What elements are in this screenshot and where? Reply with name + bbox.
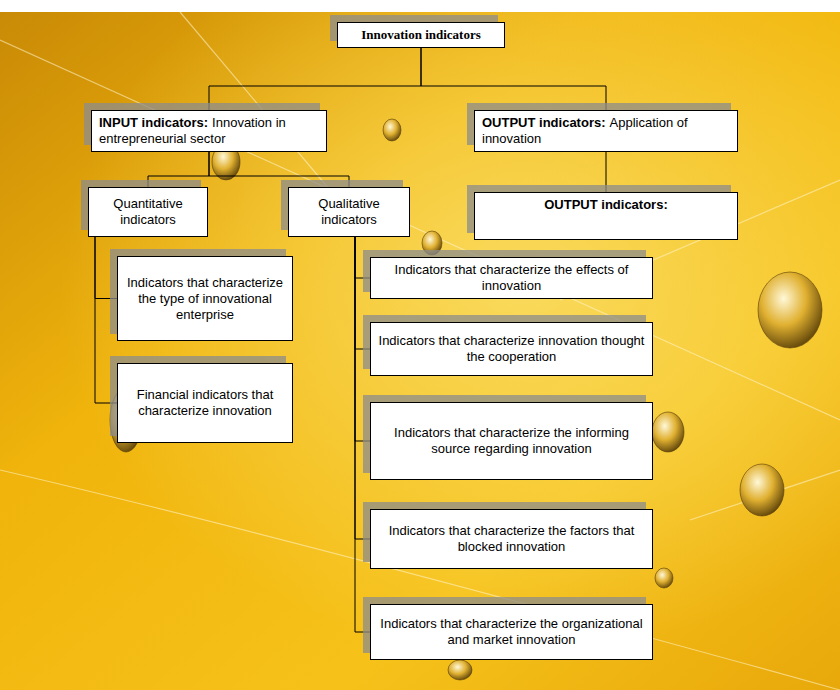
text-block: Indicators that characterize the organiz…	[378, 616, 645, 648]
tree-connector	[209, 48, 421, 110]
tree-connector	[355, 237, 370, 349]
text-block: OUTPUT indicators:Application of innovat…	[482, 115, 730, 147]
indicator-box: Indicators that characterize the organiz…	[370, 604, 653, 660]
category-box: INPUT indicators:Innovation in entrepren…	[91, 110, 327, 152]
indicator-box: Indicators that characterize innovation …	[370, 322, 653, 376]
category-box: OUTPUT indicators:	[474, 192, 738, 240]
subcategory-box: Qualitative indicators	[288, 187, 410, 237]
text-block: Indicators that characterize innovation …	[378, 333, 645, 365]
box-label: Financial indicators that characterize i…	[125, 387, 285, 419]
box-label: Qualitative indicators	[296, 196, 402, 228]
box-label: Quantitative indicators	[96, 196, 200, 228]
tree-connector	[355, 237, 370, 441]
text-block: OUTPUT indicators:	[482, 197, 730, 213]
box-label: OUTPUT indicators:	[482, 197, 730, 213]
text-block: Indicators that characterize the type of…	[125, 275, 285, 323]
text-block: Indicators that characterize the effects…	[378, 262, 645, 294]
tree-connector	[606, 152, 607, 192]
box-heading: INPUT indicators:	[99, 115, 208, 130]
tree-connector	[355, 237, 370, 539]
category-box: OUTPUT indicators:Application of innovat…	[474, 110, 738, 152]
box-label: Indicators that characterize innovation …	[378, 333, 645, 365]
tree-connector	[95, 237, 117, 403]
box-label: Indicators that characterize the type of…	[125, 275, 285, 323]
text-block: Innovation indicators	[345, 27, 497, 43]
text-block: Quantitative indicators	[96, 196, 200, 228]
box-label: Innovation indicators	[345, 27, 497, 43]
indicator-box: Indicators that characterize the type of…	[117, 256, 293, 341]
box-label: Indicators that characterize the factors…	[378, 523, 645, 555]
indicator-box: Indicators that characterize the factors…	[370, 509, 653, 569]
tree-connector	[421, 48, 606, 110]
tree-connector	[148, 152, 209, 187]
box-heading: OUTPUT indicators:	[482, 115, 606, 130]
box-label: Indicators that characterize the informi…	[378, 425, 645, 457]
tree-connector	[355, 237, 370, 278]
text-block: Qualitative indicators	[296, 196, 402, 228]
indicator-box: Financial indicators that characterize i…	[117, 363, 293, 443]
box-label: Indicators that characterize the organiz…	[378, 616, 645, 648]
text-block: Indicators that characterize the informi…	[378, 425, 645, 457]
text-block: INPUT indicators:Innovation in entrepren…	[99, 115, 319, 147]
tree-connector	[209, 152, 349, 187]
subcategory-box: Quantitative indicators	[88, 187, 208, 237]
indicator-box: Indicators that characterize the effects…	[370, 257, 653, 299]
indicator-box: Indicators that characterize the informi…	[370, 402, 653, 480]
tree-connector	[355, 237, 370, 632]
root-box: Innovation indicators	[337, 22, 505, 48]
text-block: Financial indicators that characterize i…	[125, 387, 285, 419]
box-label: Indicators that characterize the effects…	[378, 262, 645, 294]
tree-connector	[95, 237, 117, 299]
text-block: Indicators that characterize the factors…	[378, 523, 645, 555]
